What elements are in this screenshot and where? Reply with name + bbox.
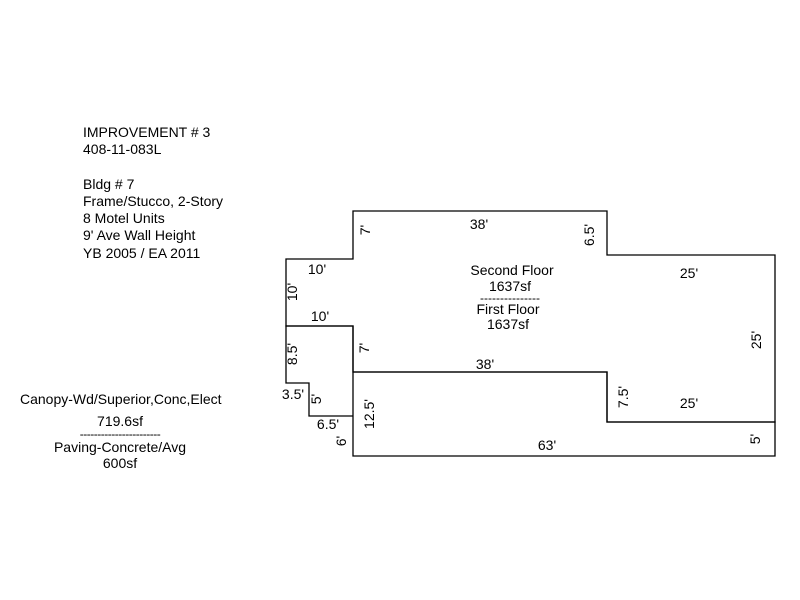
unit-count: 8 Motel Units	[83, 210, 165, 227]
building-number: Bldg # 7	[83, 175, 135, 192]
dimension-label: 7.5'	[615, 386, 631, 408]
dimension-label: 25'	[680, 395, 698, 411]
first-floor-area: 1637sf	[487, 316, 529, 332]
parcel-number: 408-11-083L	[83, 141, 162, 158]
dimension-label: 38'	[476, 356, 494, 372]
dimension-label: 10'	[284, 283, 300, 301]
dimension-label: 38'	[470, 216, 488, 232]
dimension-label: 7'	[357, 225, 373, 235]
canopy-label: Canopy-Wd/Superior,Conc,Elect	[20, 391, 222, 407]
dimension-label: 25'	[748, 331, 764, 349]
dimension-label: 7'	[356, 343, 372, 353]
dimension-label: 10'	[311, 308, 329, 324]
second-floor-area: 1637sf	[489, 278, 531, 294]
dimension-label: 12.5'	[361, 399, 377, 429]
dimension-label: 3.5'	[282, 386, 304, 402]
second-floor-label: Second Floor	[470, 262, 554, 278]
dimension-label: 5'	[308, 394, 324, 404]
canopy-legend: Canopy-Wd/Superior,Conc,Elect 719.6sf --…	[20, 391, 222, 471]
canopy-separator: -----------------------	[79, 427, 161, 441]
dimension-label: 5'	[747, 434, 763, 444]
paving-area: 600sf	[102, 455, 138, 471]
dimension-label: 6.5'	[317, 416, 339, 432]
dimension-label: 63'	[538, 437, 556, 453]
canopy-area: 719.6sf	[97, 413, 143, 429]
first-floor-label: First Floor	[477, 301, 540, 317]
construction-type: Frame/Stucco, 2-Story	[83, 192, 224, 209]
wall-height: 9' Ave Wall Height	[83, 227, 196, 244]
improvement-title: IMPROVEMENT # 3	[83, 124, 211, 140]
dimension-label: 8.5'	[284, 343, 300, 365]
year-built: YB 2005 / EA 2011	[83, 244, 201, 261]
dimension-label: 6'	[333, 436, 349, 446]
dimension-label: 10'	[308, 261, 326, 277]
canopy-outline	[285, 325, 776, 457]
floor-separator: ---------------	[480, 291, 540, 305]
dimension-label: 25'	[680, 265, 698, 281]
dimension-label: 6.5'	[581, 224, 597, 246]
building-info: IMPROVEMENT # 3 408-11-083L Bldg # 7 Fra…	[83, 124, 223, 262]
paving-label: Paving-Concrete/Avg	[53, 439, 187, 455]
